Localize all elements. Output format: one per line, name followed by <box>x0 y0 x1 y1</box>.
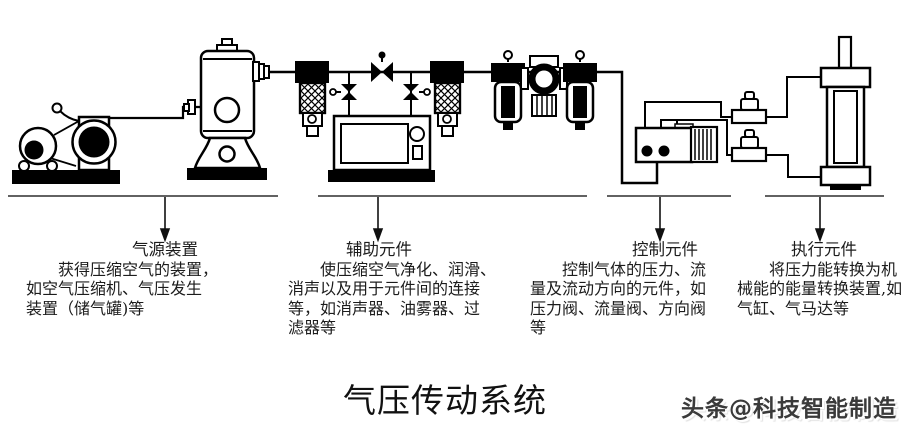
group-desc-line: 将压力能转换为机 <box>769 259 898 279</box>
group-heading: 执行元件 <box>791 240 857 259</box>
group-desc-line: 压力阀、流量阀、方向阀 <box>530 298 707 318</box>
group-desc-line: 使压缩空气净化、润滑、 <box>320 259 497 279</box>
label-block-air-source: 气源装置 获得压缩空气的装置， 如空气压缩机、气压发生 装置（储气罐)等 <box>26 240 241 318</box>
group-desc-line: 如空气压缩机、气压发生 <box>26 279 203 298</box>
group-desc-line: 量及流动方向的元件，如 <box>530 279 707 298</box>
pneumatic-system-diagram <box>8 35 884 243</box>
air-tank-icon <box>183 38 270 180</box>
group-heading: 控制元件 <box>632 240 698 259</box>
group-desc-line: 控制气体的压力、流 <box>562 259 707 279</box>
throttle-valve-bottom-icon <box>730 129 768 163</box>
frl-filter-icon <box>491 50 525 130</box>
group-heading: 辅助元件 <box>346 240 412 259</box>
outlet-filter-icon <box>430 61 464 137</box>
air-compressor-icon <box>12 102 120 184</box>
inlet-filter-icon <box>295 61 329 137</box>
label-block-control: 控制元件 控制气体的压力、流 量及流动方向的元件，如 压力阀、流量阀、方向阀 等 <box>530 240 740 338</box>
branch-valve-left-icon <box>329 84 357 100</box>
group-desc-line: 获得压缩空气的装置， <box>58 259 219 279</box>
group-desc-line: 等 <box>530 318 547 337</box>
air-cylinder-icon <box>819 35 872 190</box>
frl-lubricator-icon <box>563 50 597 130</box>
label-block-actuator: 执行元件 将压力能转换为机 械能的能量转换装置,如 气缸、气马达等 <box>737 240 912 318</box>
frl-regulator-icon <box>520 55 568 117</box>
watermark-text: 头条@科技智能制造 <box>681 396 897 422</box>
air-dryer-icon <box>328 114 435 182</box>
globe-valve-icon <box>371 51 393 82</box>
branch-valve-right-icon <box>403 84 431 100</box>
group-desc-line: 等，如消声器、油雾器、过 <box>288 298 481 318</box>
group-desc-line: 气缸、气马达等 <box>737 298 850 318</box>
group-desc-line: 械能的能量转换装置,如 <box>737 279 903 298</box>
group-arrows <box>159 197 826 243</box>
figure-title: 气压传动系统 <box>343 381 547 420</box>
directional-valve-icon <box>634 119 719 164</box>
label-block-auxiliary: 辅助元件 使压缩空气净化、润滑、 消声以及用于元件间的连接 等，如消声器、油雾器… <box>288 240 538 338</box>
throttle-valve-top-icon <box>730 91 768 125</box>
group-desc-line: 装置（储气罐)等 <box>26 298 145 318</box>
group-heading: 气源装置 <box>132 240 198 259</box>
group-desc-line: 消声以及用于元件间的连接 <box>288 279 481 298</box>
group-desc-line: 滤器等 <box>288 318 337 337</box>
